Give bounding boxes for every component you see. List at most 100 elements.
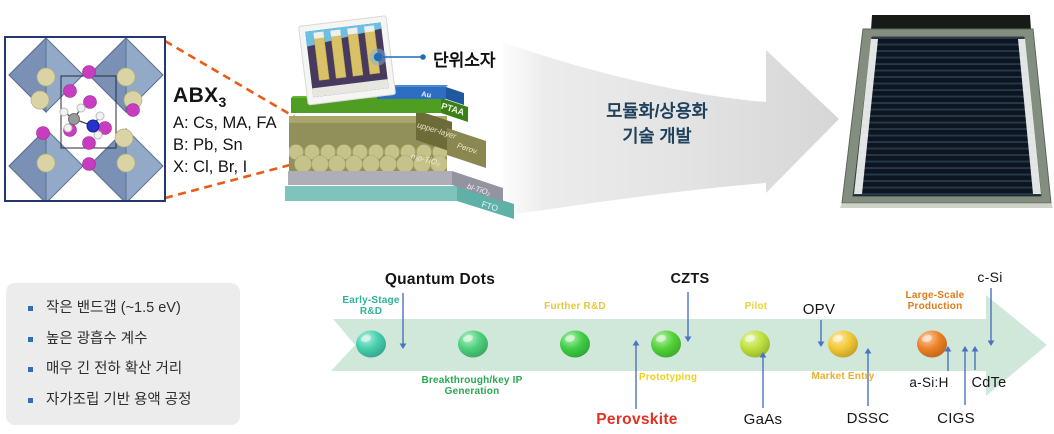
grain-sphere <box>304 144 320 160</box>
pointer-arrowhead-icon <box>971 346 979 352</box>
feature-text: 높은 광흡수 계수 <box>46 330 148 347</box>
timeline-sphere-1 <box>356 330 386 358</box>
perovskite-grains <box>289 144 447 171</box>
a-site-atoms <box>30 67 143 173</box>
pointer-arrowhead-icon <box>987 340 995 346</box>
timeline-sphere-2 <box>458 330 488 358</box>
feature-text: 매우 긴 전하 확산 거리 <box>46 361 183 377</box>
transition-arrow-line2: 기술 개발 <box>622 126 692 146</box>
pointer-arrowhead-icon <box>864 348 872 354</box>
module-bottom-edge <box>840 203 1053 208</box>
pointer-arrowhead-icon <box>684 336 692 342</box>
tech-label-cigs: CIGS <box>937 410 975 427</box>
tech-label-gaas: GaAs <box>743 411 783 428</box>
module-shine-right <box>1018 39 1041 194</box>
timeline-sphere-7 <box>917 330 947 358</box>
tech-label-a-si-h: a-Si:H <box>909 375 949 390</box>
bullet-square-icon <box>28 367 33 372</box>
stage-label-pilot: Pilot <box>744 301 768 312</box>
grain-sphere <box>362 155 380 171</box>
upper-layer-face <box>416 110 452 152</box>
transition-arrow-line1: 모듈화/상용화 <box>606 101 708 121</box>
timeline-sphere-3 <box>560 330 590 358</box>
unit-device-callout <box>369 48 426 66</box>
carbon-atom <box>68 113 80 125</box>
timeline-sphere-4 <box>651 330 681 358</box>
bullet-square-icon <box>28 306 33 311</box>
transition-arrow-label: 모듈화/상용화 기술 개발 <box>575 99 739 149</box>
pointer-arrowhead-icon <box>399 343 407 349</box>
feature-text: 자가조립 기반 용액 공정 <box>46 391 192 408</box>
bullet-square-icon <box>28 397 33 403</box>
callout-end-dot <box>420 54 426 60</box>
fto-front <box>285 186 457 201</box>
perov-face <box>447 128 486 168</box>
timeline-sphere-5 <box>740 330 770 358</box>
abx3-site-b: B: Pb, Sn <box>173 136 243 155</box>
module-top-bar <box>871 15 1031 30</box>
bltio2-front <box>288 171 452 185</box>
tech-label-perovskite: Perovskite <box>596 411 678 428</box>
abx3-formula: ABX3 <box>173 84 227 111</box>
grain-sphere <box>345 155 363 171</box>
sphere-highlight <box>462 334 474 343</box>
perovskite-bulk-top <box>289 116 447 123</box>
bltio2-side <box>452 171 503 202</box>
abx3-site-a: A: Cs, MA, FA <box>173 114 277 133</box>
callout-dot <box>373 52 383 62</box>
tech-label-quantum-dots: Quantum Dots <box>384 271 496 288</box>
unit-device-label: 단위소자 <box>433 51 496 70</box>
photo-lower <box>312 79 389 98</box>
grain-sphere <box>320 144 336 160</box>
abx3-site-x: X: Cl, Br, I <box>173 158 248 177</box>
feature-item: 높은 광흡수 계수 <box>24 329 240 350</box>
central-molecule <box>59 103 105 140</box>
grain-sphere <box>379 155 397 171</box>
feature-item: 자가조립 기반 용액 공정 <box>24 390 240 411</box>
solar-module-image <box>840 15 1053 208</box>
grain-sphere <box>328 155 346 171</box>
stage-label-further-r-d: Further R&D <box>544 301 606 312</box>
timeline-sphere-6 <box>828 330 858 358</box>
crystal-structure-box <box>4 36 166 205</box>
features-box: 작은 밴드갭 (~1.5 eV) 높은 광흡수 계수 매우 긴 전하 확산 거리… <box>6 283 240 425</box>
timeline-pointer-arrows <box>399 288 995 409</box>
tech-label-cdte: CdTe <box>971 375 1007 391</box>
pointer-arrowhead-icon <box>817 341 825 347</box>
grain-sphere <box>294 155 312 171</box>
crystal-structure-image <box>8 36 164 205</box>
layer-label-au: Au <box>421 89 433 99</box>
pointer-arrowhead-icon <box>944 346 952 352</box>
sphere-highlight <box>655 334 667 343</box>
pointer-arrowhead-icon <box>759 352 767 358</box>
nitrogen-atom <box>86 119 100 133</box>
tech-label-czts: CZTS <box>670 271 710 287</box>
octahedra <box>8 36 164 205</box>
tech-label-dssc: DSSC <box>846 410 890 427</box>
module-shine-left <box>854 39 878 194</box>
fto-side <box>457 186 514 219</box>
feature-item: 매우 긴 전하 확산 거리 <box>24 359 240 380</box>
stage-label-market-entry: Market Entry <box>811 371 875 382</box>
sphere-highlight <box>744 334 756 343</box>
grain-sphere <box>430 155 447 171</box>
ptaa-side <box>441 98 468 122</box>
pointer-arrowhead-icon <box>632 340 640 346</box>
tech-label-opv: OPV <box>802 301 836 318</box>
grain-sphere <box>311 155 329 171</box>
unit-device-photo <box>298 15 396 106</box>
abx3-label-block: ABX3 A: Cs, MA, FA B: Pb, Sn X: Cl, Br, … <box>173 84 277 178</box>
transition-arrow-shape <box>503 42 839 216</box>
device-stack-image: Au PTAA upper-layer Perov. mp-TiO₂ bl-Ti… <box>285 85 514 219</box>
timeline-spheres <box>356 330 947 358</box>
pointer-arrowhead-icon <box>961 346 969 352</box>
sphere-highlight <box>921 334 933 343</box>
sphere-highlight <box>564 334 576 343</box>
bullet-square-icon <box>28 336 33 342</box>
feature-text: 작은 밴드갭 (~1.5 eV) <box>46 300 181 316</box>
